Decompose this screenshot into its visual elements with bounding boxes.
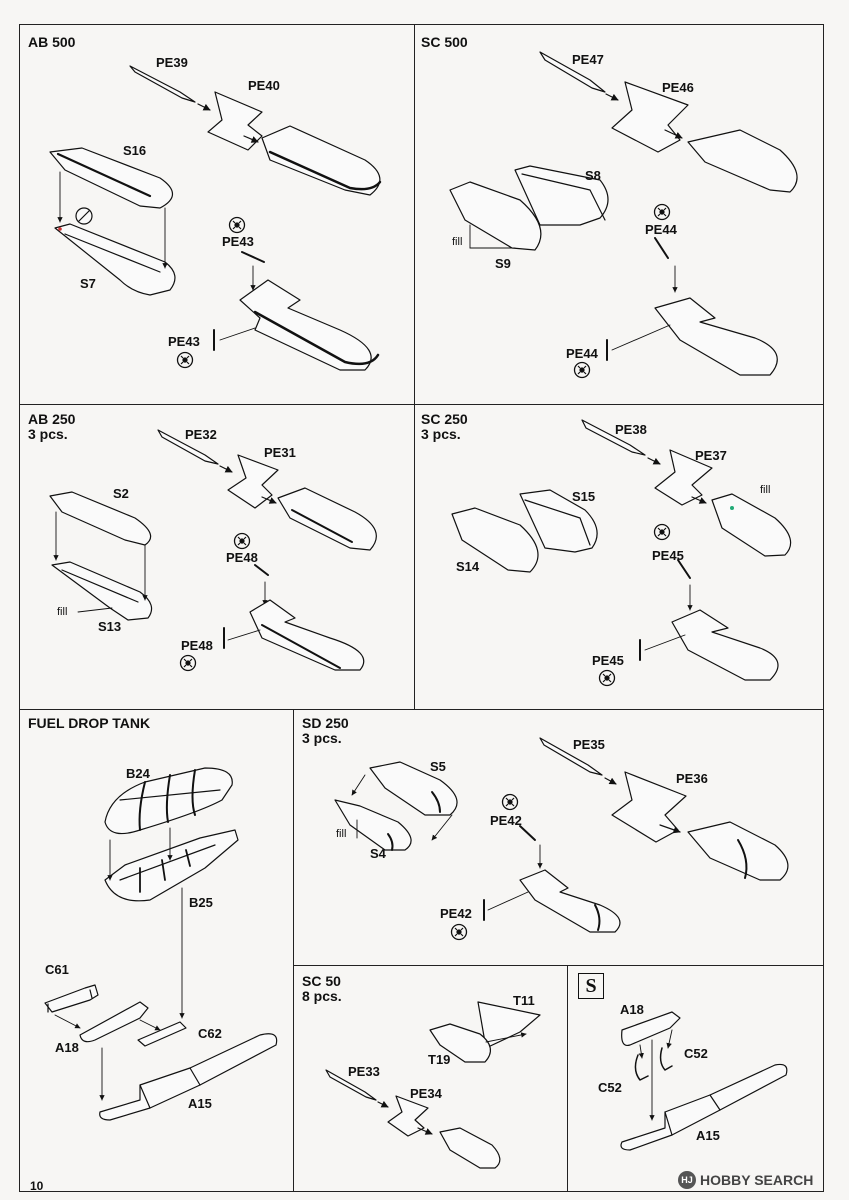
page-number: 10 (30, 1179, 44, 1193)
sc500-title: SC 500 (421, 34, 468, 50)
s-option-badge: S (578, 973, 604, 999)
part-label-pe32: PE32 (185, 427, 217, 442)
part-label-s8: S8 (585, 168, 601, 183)
part-label-pe34: PE34 (410, 1086, 442, 1101)
part-label-c62: C62 (198, 1026, 222, 1041)
fill-note: fill (57, 606, 68, 618)
part-label-b24: B24 (126, 766, 150, 781)
part-label-c52-left: C52 (598, 1080, 622, 1095)
part-label-s4: S4 (370, 846, 386, 861)
part-label-pe31: PE31 (264, 445, 296, 460)
sc50-title: SC 50 8 pcs. (302, 973, 342, 1004)
part-label-pe42-bottom: PE42 (440, 906, 472, 921)
fill-note: fill (452, 236, 463, 248)
part-label-pe35: PE35 (573, 737, 605, 752)
part-label-s16: S16 (123, 143, 147, 158)
part-label-c61: C61 (45, 962, 69, 977)
part-label-t19: T19 (428, 1052, 451, 1067)
hobby-search-logo-icon: HJ (678, 1171, 696, 1189)
sd250-drawing (334, 737, 789, 933)
s-option-drawing (620, 1011, 788, 1151)
part-label-pe48-bottom: PE48 (181, 638, 213, 653)
part-label-s15: S15 (572, 489, 596, 504)
part-label-pe47: PE47 (572, 52, 604, 67)
watermark: HJ HOBBY SEARCH (678, 1171, 813, 1189)
ab500-drawing (49, 65, 382, 371)
fuel-tank-drawing (44, 767, 278, 1121)
part-label-pe46: PE46 (662, 80, 694, 95)
part-label-s5: S5 (430, 759, 446, 774)
fill-note: fill (760, 484, 771, 496)
part-label-pe37: PE37 (695, 448, 727, 463)
part-label-pe38: PE38 (615, 422, 647, 437)
part-label-pe33: PE33 (348, 1064, 380, 1079)
part-label-a18: A18 (55, 1040, 79, 1055)
ab500-title: AB 500 (28, 34, 76, 50)
part-label-s9: S9 (495, 256, 511, 271)
fill-note: fill (336, 828, 347, 840)
part-label-pe39: PE39 (156, 55, 188, 70)
sc50-drawing (325, 1001, 541, 1169)
part-label-s7: S7 (80, 276, 96, 291)
part-label-b25: B25 (189, 895, 213, 910)
part-label-a18: A18 (620, 1002, 644, 1017)
sc250-title: SC 250 3 pcs. (421, 411, 468, 442)
part-label-pe40: PE40 (248, 78, 280, 93)
sd250-title: SD 250 3 pcs. (302, 715, 349, 746)
panel-grid (19, 24, 824, 1192)
part-label-pe43-top: PE43 (222, 234, 254, 249)
part-label-s14: S14 (456, 559, 480, 574)
part-label-pe36: PE36 (676, 771, 708, 786)
ab250-title: AB 250 3 pcs. (28, 411, 76, 442)
part-label-a15: A15 (188, 1096, 212, 1111)
part-label-t11: T11 (513, 993, 535, 1008)
part-label-pe48-top: PE48 (226, 550, 258, 565)
part-label-s2: S2 (113, 486, 129, 501)
sc250-drawing (451, 419, 792, 681)
part-label-pe45-bottom: PE45 (592, 653, 624, 668)
bolt-marker-icons (176, 203, 671, 941)
part-label-pe43-bottom: PE43 (168, 334, 200, 349)
part-label-pe42-top: PE42 (490, 813, 522, 828)
sc500-drawing (449, 51, 798, 376)
part-label-s13: S13 (98, 619, 122, 634)
part-label-pe44-bottom: PE44 (566, 346, 598, 361)
part-label-c52-right: C52 (684, 1046, 708, 1061)
part-label-pe45-top: PE45 (652, 548, 684, 563)
ab250-drawing (49, 429, 377, 671)
part-label-a15: A15 (696, 1128, 720, 1143)
fuel-tank-title: FUEL DROP TANK (28, 715, 151, 731)
watermark-text: HOBBY SEARCH (700, 1172, 814, 1188)
part-label-pe44-top: PE44 (645, 222, 677, 237)
